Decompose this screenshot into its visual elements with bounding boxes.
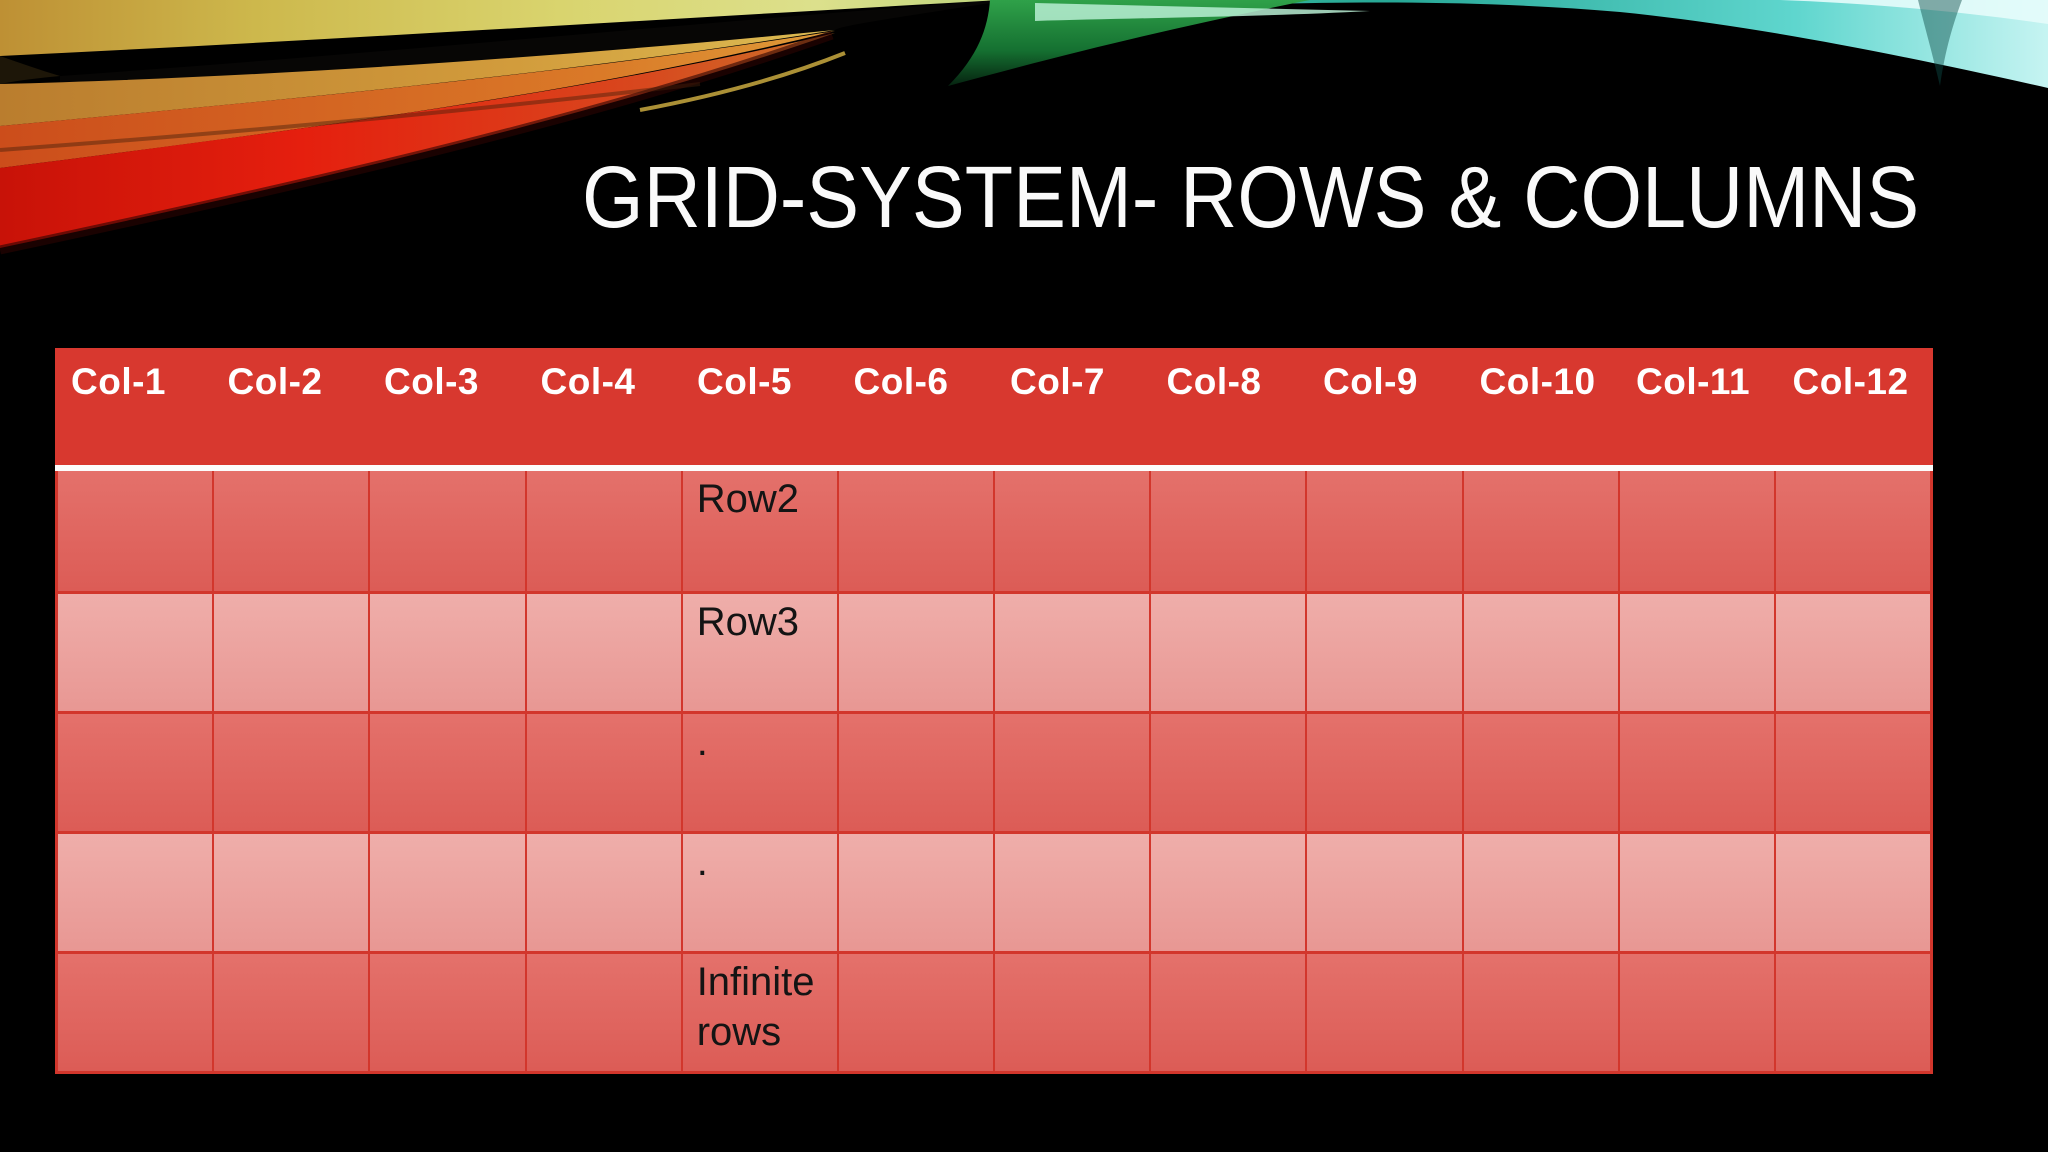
table-cell <box>212 471 368 591</box>
table-cell <box>836 834 993 951</box>
table-cell <box>1149 954 1305 1071</box>
column-header-11: Col-11 <box>1636 361 1751 402</box>
table-cell <box>212 834 368 951</box>
table-cell <box>212 594 368 711</box>
table-cell <box>993 594 1149 711</box>
table-header-row: Col-1 Col-2 Col-3 Col-4 Col-5 Col-6 Col-7 Col-8… <box>55 348 1933 465</box>
column-header-7: Col-7 <box>1010 361 1105 402</box>
table-cell <box>524 594 681 711</box>
column-header-8: Col-8 <box>1166 361 1262 402</box>
table-cell <box>1305 834 1461 951</box>
table-row: Row2 <box>58 471 1930 591</box>
table-cell <box>836 714 993 831</box>
table-cell: . <box>680 714 837 831</box>
table-cell <box>368 594 524 711</box>
table-cell <box>836 471 993 591</box>
table-cell <box>993 954 1149 1071</box>
table-cell <box>368 714 524 831</box>
table-cell <box>1617 954 1774 1071</box>
column-header-9: Col-9 <box>1323 361 1418 402</box>
table-cell <box>1149 594 1305 711</box>
table-cell <box>1617 714 1774 831</box>
table-cell <box>368 954 524 1071</box>
table-cell <box>1773 954 1930 1071</box>
table-row: . <box>58 711 1930 831</box>
table-cell <box>836 954 993 1071</box>
column-header-2: Col-2 <box>227 361 323 402</box>
table-cell <box>1617 834 1774 951</box>
column-header-3: Col-3 <box>384 361 479 402</box>
table-cell <box>1149 714 1305 831</box>
column-header-5: Col-5 <box>697 361 792 402</box>
table-cell <box>1305 714 1461 831</box>
column-header-6: Col-6 <box>853 361 949 402</box>
table-cell <box>524 714 681 831</box>
table-cell: Row2 <box>680 471 837 591</box>
table-cell <box>1305 594 1461 711</box>
table-cell <box>524 954 681 1071</box>
table-cell <box>524 834 681 951</box>
table-cell <box>212 714 368 831</box>
table-cell <box>1149 834 1305 951</box>
table-cell <box>1773 714 1930 831</box>
table-cell <box>58 714 212 831</box>
table-cell: Infinite rows <box>680 954 837 1071</box>
table-cell <box>58 471 212 591</box>
table-cell <box>1773 471 1930 591</box>
table-cell <box>58 594 212 711</box>
header-separator <box>55 465 1933 471</box>
table-row: Infinite rows <box>58 951 1930 1071</box>
column-header-4: Col-4 <box>540 361 636 402</box>
swoosh-decoration <box>0 0 2048 255</box>
table-cell <box>1773 834 1930 951</box>
table-cell <box>993 834 1149 951</box>
table-cell <box>1773 594 1930 711</box>
table-cell <box>1305 954 1461 1071</box>
table-cell <box>1461 714 1618 831</box>
table-cell <box>1461 594 1618 711</box>
table-cell: . <box>680 834 837 951</box>
column-header-1: Col-1 <box>71 361 166 402</box>
table-cell <box>1461 471 1618 591</box>
table-cell <box>58 834 212 951</box>
grid-table: Col-1 Col-2 Col-3 Col-4 Col-5 Col-6 Col-7 Col-8… <box>55 348 1933 1074</box>
table-cell <box>58 954 212 1071</box>
table-cell <box>836 594 993 711</box>
table-cell <box>368 834 524 951</box>
table-cell <box>1461 834 1618 951</box>
table-row: . <box>58 831 1930 951</box>
table-cell <box>368 471 524 591</box>
table-row: Row3 <box>58 591 1930 711</box>
table-cell <box>1461 954 1618 1071</box>
table-cell: Row3 <box>680 594 837 711</box>
column-header-10: Col-10 <box>1479 361 1596 402</box>
table-cell <box>1149 471 1305 591</box>
table-cell <box>524 471 681 591</box>
table-cell <box>1305 471 1461 591</box>
slide-title: GRID-SYSTEM- ROWS & COLUMNS <box>582 149 1920 246</box>
column-header-12: Col-12 <box>1792 361 1909 402</box>
table-cell <box>993 471 1149 591</box>
table-cell <box>1617 471 1774 591</box>
table-cell <box>1617 594 1774 711</box>
table-cell <box>993 714 1149 831</box>
table-cell <box>212 954 368 1071</box>
